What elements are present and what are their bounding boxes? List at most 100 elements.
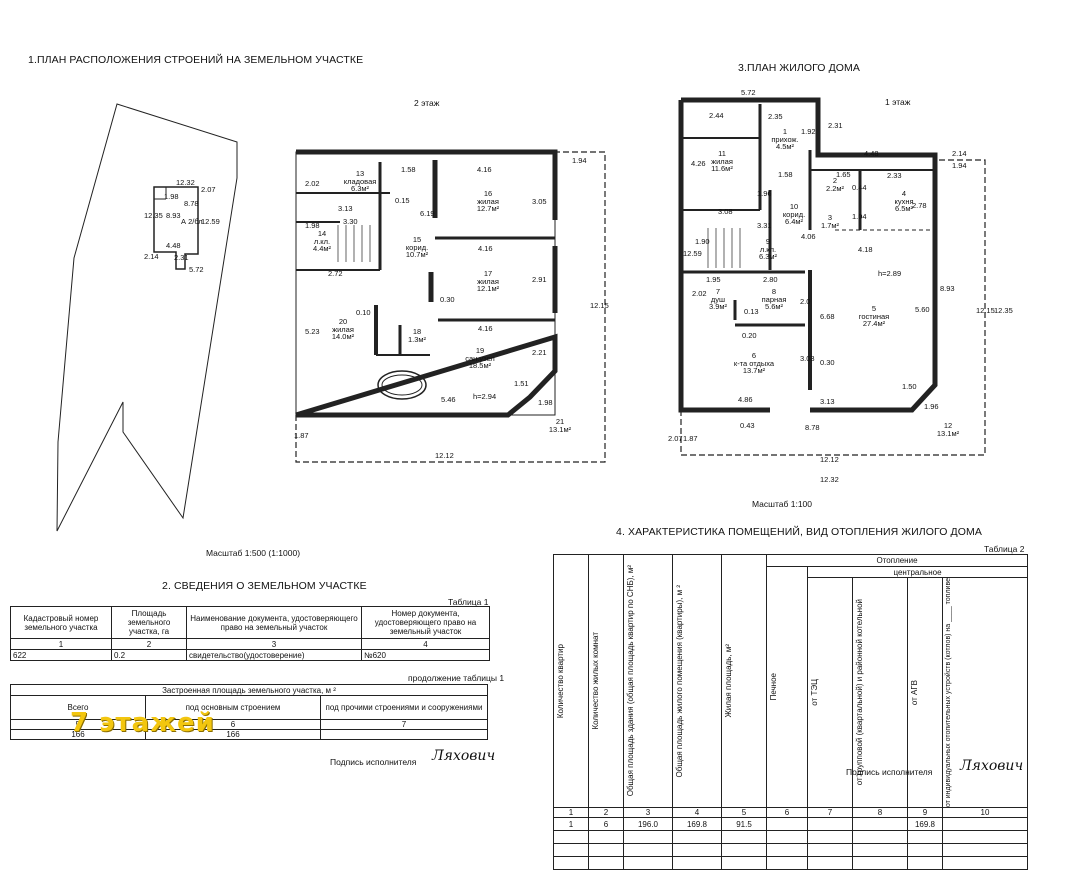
table-cell (320, 729, 488, 740)
site-dim: 1.98 (164, 192, 179, 201)
table-header: Жилая площадь, м² (724, 644, 733, 718)
table-header: от АГВ (910, 679, 919, 706)
dim-label: 2.07 (668, 434, 683, 443)
dim-label: 2.91 (532, 275, 547, 284)
dim-label: 2.44 (709, 111, 724, 120)
dim-label: 12.32 (820, 475, 839, 484)
land-info-title: 2. СВЕДЕНИЯ О ЗЕМЕЛЬНОМ УЧАСТКЕ (162, 580, 367, 592)
dim-label: 0.20 (742, 331, 757, 340)
floor2-label: 2 этаж (414, 98, 440, 108)
watermark-logo: 7 этажей (70, 708, 215, 738)
dim-label: 3.30 (343, 217, 358, 226)
dim-label: 4.86 (738, 395, 753, 404)
dim-label: 0.30 (440, 295, 455, 304)
table1-label: Таблица 1 (448, 597, 489, 607)
table-cell: 1 (553, 807, 589, 819)
table-cell: 169.8 (672, 817, 722, 832)
table-header: от индивидуальных отопительных устройств… (945, 578, 952, 808)
table-header: Наименование документа, удостоверяющего … (186, 606, 362, 639)
dim-label: 5.60 (915, 305, 930, 314)
built-area-table: Застроенная площадь земельного участка, … (10, 684, 488, 740)
dim-label: 4.16 (478, 324, 493, 333)
table-cell: 6 (588, 817, 624, 832)
table-cell: 4 (672, 807, 722, 819)
dim-label: 2.80 (763, 275, 778, 284)
table-cell: 1 (10, 638, 112, 650)
site-dim: 12.35 (144, 211, 163, 220)
dim-label: 12.15 (590, 301, 609, 310)
dim-label: 1.94 (572, 156, 587, 165)
dim-label: 4.16 (478, 244, 493, 253)
house-plan-title: 3.ПЛАН ЖИЛОГО ДОМА (738, 62, 861, 74)
floor1-plan (678, 97, 986, 456)
dim-label: 5.23 (305, 327, 320, 336)
table-cell: 5 (721, 807, 767, 819)
floor2-plan (295, 149, 606, 463)
dim-label: 1.65 (836, 170, 851, 179)
house-scale: Масштаб 1:100 (752, 499, 812, 509)
site-building (153, 186, 199, 270)
site-dim: 5.72 (189, 265, 204, 274)
table-header: Застроенная площадь земельного участка, … (10, 684, 488, 696)
dim-label: 1.87 (683, 434, 698, 443)
floor-plans-drawing (56, 97, 986, 532)
dim-label: 2.02 (305, 179, 320, 188)
dim-label: 1.96 (757, 189, 772, 198)
dim-label: 1.98 (538, 398, 553, 407)
dim-label: 1.50 (902, 382, 917, 391)
dim-label: 3.13 (820, 397, 835, 406)
dim-label: 2.31 (828, 121, 843, 130)
dim-label: 2.02 (692, 289, 707, 298)
dim-label: 0.30 (820, 358, 835, 367)
site-dim: 8.78 (184, 199, 199, 208)
dim-label: 3.13 (338, 204, 353, 213)
dim-label: 2.14 (952, 149, 967, 158)
dim-label: 2.72 (328, 269, 343, 278)
site-dim: 12.59 (201, 217, 220, 226)
table-cell (942, 817, 1028, 832)
dim-label: 1.90 (695, 237, 710, 246)
signature-label-2: Подпись исполнителя (846, 767, 933, 777)
building-code: А 2/бл (181, 217, 203, 226)
dim-label: 0.13 (744, 307, 759, 316)
table-header: Кадастровый номер земельного участка (10, 606, 112, 639)
dim-label: 12.15 (976, 306, 995, 315)
height-label: h=2.94 (473, 392, 497, 401)
site-plan-title: 1.ПЛАН РАСПОЛОЖЕНИЯ СТРОЕНИЙ НА ЗЕМЕЛЬНО… (28, 54, 364, 66)
dim-label: 12.59 (683, 249, 702, 258)
table-cell: 4 (361, 638, 490, 650)
table-cell (807, 817, 853, 832)
table-header: от групповой (квартальной) и районной ко… (855, 599, 864, 786)
table-cell: 7 (807, 807, 853, 819)
dim-label: 1.92 (801, 127, 816, 136)
dim-label: 3.05 (532, 197, 547, 206)
table-header: от ТЭЦ (810, 679, 819, 706)
table-cell: 91.5 (721, 817, 767, 832)
table-cell (766, 817, 808, 832)
dim-label: 1.04 (852, 212, 867, 221)
dim-label: 4.16 (477, 165, 492, 174)
dim-label: 6.19 (420, 209, 435, 218)
table-cell: 2 (588, 807, 624, 819)
site-dim: 2.31 (174, 253, 189, 262)
dim-label: 12.12 (435, 451, 454, 460)
dim-label: 1.51 (514, 379, 529, 388)
rooms-table: Количество квартир Количество жилых комн… (553, 553, 1028, 870)
table-cell (852, 817, 908, 832)
floor1-label: 1 этаж (885, 97, 911, 107)
dim-label: 1.87 (294, 431, 309, 440)
dim-label: 3.03 (800, 354, 815, 363)
